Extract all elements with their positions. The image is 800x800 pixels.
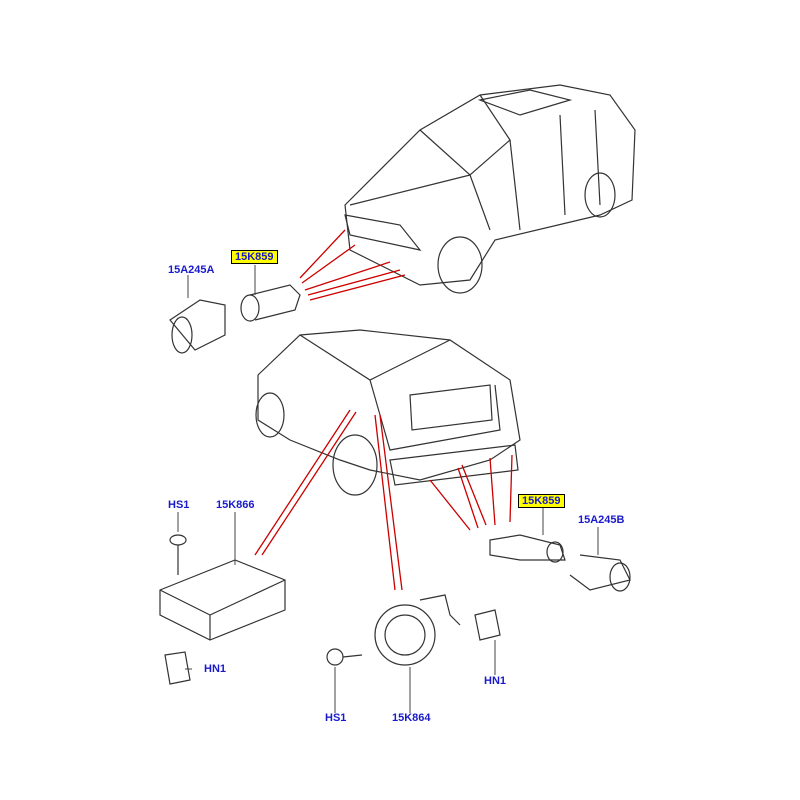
callout-HN1-module[interactable]: HN1	[204, 663, 227, 675]
callout-15A245A[interactable]: 15A245A	[168, 264, 215, 276]
callout-15K866[interactable]: 15K866	[216, 499, 255, 511]
callout-HS1-sounder[interactable]: HS1	[325, 712, 347, 724]
callout-15K859-rear[interactable]: 15K859	[518, 494, 565, 508]
screw-HS1-illustration	[169, 534, 363, 666]
callout-15A245B[interactable]: 15A245B	[578, 514, 625, 526]
callout-15K864[interactable]: 15K864	[392, 712, 431, 724]
callout-15K859-front[interactable]: 15K859	[231, 250, 278, 264]
sounder-15K864-illustration	[374, 594, 461, 666]
bezel-15A245B-illustration	[569, 554, 631, 592]
rear-vehicle-illustration	[255, 329, 521, 496]
callout-HN1-sounder[interactable]: HN1	[484, 675, 507, 687]
front-vehicle-illustration	[344, 84, 636, 294]
leader-lines	[254, 229, 513, 591]
callout-HS1-module[interactable]: HS1	[168, 499, 190, 511]
sensor-15K859-rear-illustration	[489, 534, 566, 563]
callout-leaders	[177, 265, 599, 713]
nut-HN1-illustration	[164, 609, 501, 685]
sensor-15K859-front-illustration	[240, 284, 301, 322]
module-15K866-illustration	[159, 559, 286, 641]
bezel-15A245A-illustration	[169, 299, 226, 354]
